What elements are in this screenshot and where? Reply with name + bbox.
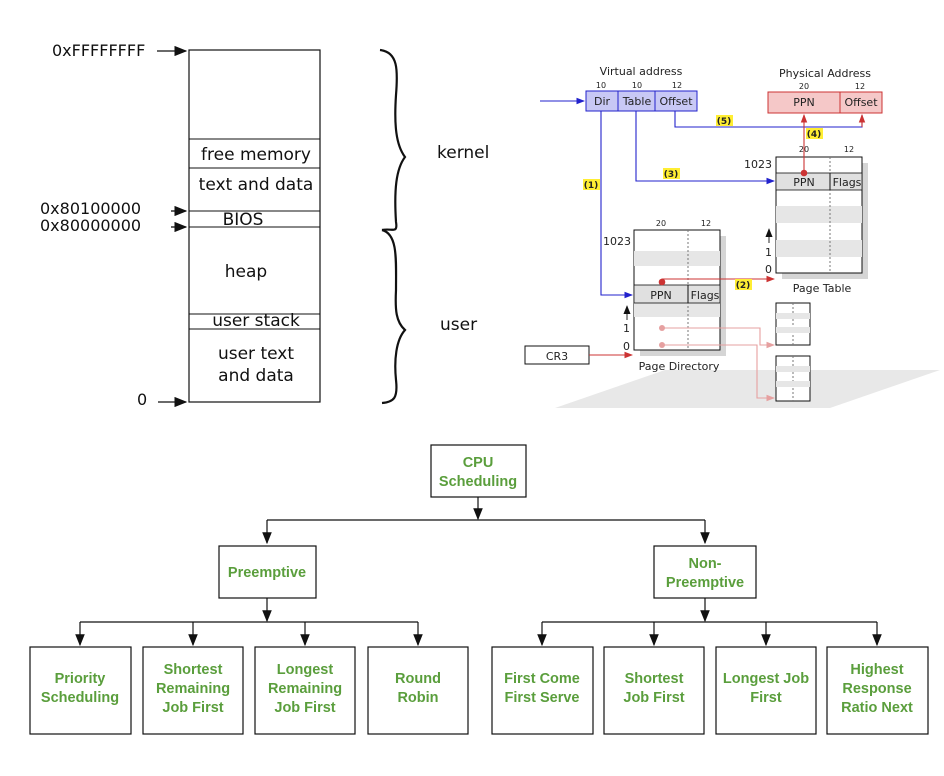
va-bits-table: 10 xyxy=(632,81,642,90)
va-bits-offset: 12 xyxy=(672,81,682,90)
leaf-hrrn xyxy=(826,646,929,735)
leaf-shortest-remaining xyxy=(142,646,244,735)
pd-index-zero: 0 xyxy=(623,340,630,353)
region-user-text: user text xyxy=(218,344,294,364)
pa-bits-offset: 12 xyxy=(855,82,865,91)
region-user-data: and data xyxy=(218,366,294,386)
va-field-table: Table xyxy=(622,95,652,108)
region-bios: BIOS xyxy=(223,210,264,230)
node-cpu-scheduling-line1: CPU xyxy=(463,455,494,471)
small-page-0 xyxy=(775,355,811,402)
pt-field-ppn: PPN xyxy=(793,176,815,189)
user-label: user xyxy=(440,315,477,335)
pa-field-offset: Offset xyxy=(844,96,878,109)
pd-bits-flags: 12 xyxy=(701,219,711,228)
leaf-rr-line2: Robin xyxy=(397,690,438,706)
pd-index-top: 1023 xyxy=(603,235,631,248)
leaf-srjf-line3: Job First xyxy=(162,700,223,716)
address-kernbase: 0x80000000 xyxy=(40,216,141,235)
pd-field-ppn: PPN xyxy=(650,289,672,302)
va-field-offset: Offset xyxy=(659,95,693,108)
leaf-sjf-line1: Shortest xyxy=(625,671,684,687)
shadow-plane xyxy=(555,370,940,408)
page-table-caption: Page Table xyxy=(793,282,852,295)
address-top: 0xFFFFFFFF xyxy=(52,41,145,60)
pt-bits-flags: 12 xyxy=(844,145,854,154)
leaf-hrrn-line2: Response xyxy=(842,681,911,697)
pt-index-one: 1 xyxy=(765,246,772,259)
pa-field-ppn: PPN xyxy=(793,96,815,109)
pt-field-flags: Flags xyxy=(833,176,862,189)
node-preemptive-label: Preemptive xyxy=(228,565,306,581)
memory-column xyxy=(188,49,321,403)
node-non-preemptive xyxy=(653,545,757,599)
leaf-priority-line1: Priority xyxy=(55,671,106,687)
scheduling-tree: CPU Scheduling Preemptive Non- Preemptiv… xyxy=(29,444,929,735)
region-free-memory: free memory xyxy=(201,145,311,165)
node-cpu-scheduling-line2: Scheduling xyxy=(439,474,517,490)
virtual-address-title: Virtual address xyxy=(600,65,683,78)
node-non-preemptive-line1: Non- xyxy=(688,556,721,572)
pt-index-top: 1023 xyxy=(744,158,772,171)
physical-address-title: Physical Address xyxy=(779,67,871,80)
va-bits-dir: 10 xyxy=(596,81,606,90)
leaf-hrrn-line3: Ratio Next xyxy=(841,700,913,716)
leaf-ljf xyxy=(715,646,817,735)
cr3-label: CR3 xyxy=(546,350,568,363)
step-4: (4) xyxy=(807,130,822,140)
leaf-srjf-line2: Remaining xyxy=(156,681,230,697)
page-directory-caption: Page Directory xyxy=(639,360,720,373)
leaf-fcfs-line1: First Come xyxy=(504,671,580,687)
kernel-label: kernel xyxy=(437,143,489,163)
node-non-preemptive-line2: Preemptive xyxy=(666,575,744,591)
leaf-hrrn-line1: Highest xyxy=(850,662,903,678)
leaf-ljf-line1: Longest Job xyxy=(723,671,809,687)
leaf-round-robin xyxy=(367,646,469,735)
pd-field-flags: Flags xyxy=(691,289,720,302)
kernel-brace xyxy=(379,48,407,232)
memory-map: free memory text and data BIOS heap user… xyxy=(40,41,489,409)
leaf-longest-remaining xyxy=(254,646,356,735)
leaf-lrjf-line2: Remaining xyxy=(268,681,342,697)
node-cpu-scheduling xyxy=(430,444,527,498)
step-1: (1) xyxy=(584,181,599,191)
va-field-dir: Dir xyxy=(594,95,611,108)
address-zero: 0 xyxy=(137,390,147,409)
paging-diagram: Virtual address 10 10 12 Dir Table Offse… xyxy=(524,65,940,408)
region-heap: heap xyxy=(225,262,267,282)
region-user-stack: user stack xyxy=(212,311,300,331)
leaf-fcfs-line2: First Serve xyxy=(505,690,580,706)
leaf-srjf-line1: Shortest xyxy=(164,662,223,678)
leaf-priority-line2: Scheduling xyxy=(41,690,119,706)
leaf-sjf-line2: Job First xyxy=(623,690,684,706)
step-2: (2) xyxy=(736,281,751,291)
leaf-lrjf-line3: Job First xyxy=(274,700,335,716)
region-kernel-text-data: text and data xyxy=(199,175,314,195)
leaf-sjf xyxy=(603,646,705,735)
virtual-address-box xyxy=(585,90,698,112)
pd-index-one: 1 xyxy=(623,322,630,335)
address-kernbase-link: 0x80100000 xyxy=(40,199,141,218)
page-directory-entry xyxy=(633,284,721,304)
leaf-rr-line1: Round xyxy=(395,671,441,687)
step-3: (3) xyxy=(664,170,679,180)
step-5: (5) xyxy=(717,117,732,127)
leaf-priority-scheduling xyxy=(29,646,132,735)
pt-index-zero: 0 xyxy=(765,263,772,276)
leaf-fcfs xyxy=(491,646,594,735)
leaf-lrjf-line1: Longest xyxy=(277,662,334,678)
page-table-entry xyxy=(775,172,863,191)
node-preemptive xyxy=(218,545,317,599)
physical-address-box xyxy=(767,91,883,114)
pa-bits-ppn: 20 xyxy=(799,82,809,91)
user-brace xyxy=(381,228,407,405)
pd-bits-ppn: 20 xyxy=(656,219,666,228)
leaf-ljf-line2: First xyxy=(750,690,782,706)
